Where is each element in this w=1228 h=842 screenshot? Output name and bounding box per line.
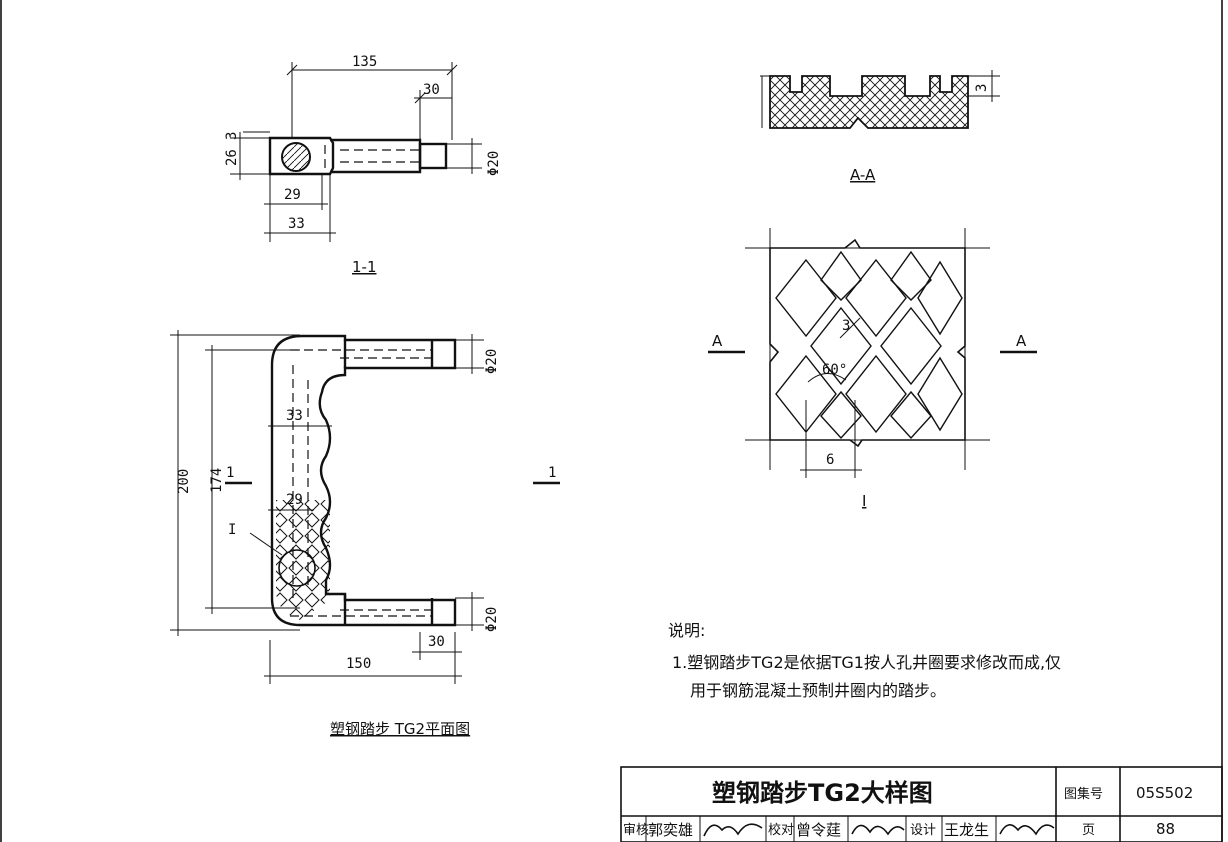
section-mark-right: 1: [548, 465, 556, 481]
detail-i-view: 6 3 60° A A I: [708, 228, 1037, 510]
section-mark-a-left: A: [712, 332, 723, 350]
section-mark-left: 1: [226, 465, 234, 481]
atlas-number: 05S502: [1136, 784, 1193, 802]
check-label: 校对: [768, 822, 794, 838]
note-line-1: 1.塑钢踏步TG2是依据TG1按人孔井圈要求修改而成,仅: [672, 653, 1061, 672]
designer-name: 王龙生: [944, 821, 989, 839]
section-1-1-title: 1-1: [352, 258, 377, 276]
section-mark-a-right: A: [1016, 332, 1027, 350]
dim-6: 6: [826, 452, 834, 468]
page-number: 88: [1156, 820, 1175, 838]
plan-view: I 200 174 33 29 Φ20 Φ20 30 150 1 1 塑钢踏步 …: [170, 330, 560, 738]
dim-3: 3: [224, 132, 240, 140]
dim-3-detail: 3: [842, 318, 850, 334]
section-1-1-view: 135 30 3 26 Φ20 29 33 1-1: [224, 54, 502, 276]
reviewer-signature: [703, 823, 763, 837]
note-line-2: 用于钢筋混凝土预制井圈内的踏步。: [690, 681, 946, 700]
drawing-title: 塑钢踏步TG2大样图: [712, 779, 933, 807]
dim-30-top: 30: [423, 82, 440, 98]
detail-i-title: I: [862, 492, 866, 510]
dim-phi20-bottom: Φ20: [484, 607, 500, 632]
dim-30-plan: 30: [428, 634, 445, 650]
page-label: 页: [1082, 823, 1095, 838]
dim-200: 200: [176, 469, 192, 494]
checker-signature: [851, 824, 905, 836]
dim-33-section: 33: [288, 216, 305, 232]
dim-phi20-top: Φ20: [484, 349, 500, 374]
reviewer-name: 郭奕雄: [648, 821, 693, 839]
dim-phi20-section: Φ20: [486, 151, 502, 176]
dim-26: 26: [224, 149, 240, 166]
title-block: 塑钢踏步TG2大样图 图集号 05S502 页 88 审核 郭奕雄 校对 曾令莛…: [620, 766, 1223, 842]
dim-29-plan: 29: [286, 492, 303, 508]
dim-135: 135: [352, 54, 377, 70]
dim-33-plan: 33: [286, 408, 303, 424]
checker-name: 曾令莛: [796, 821, 841, 839]
notes: 说明: 1.塑钢踏步TG2是依据TG1按人孔井圈要求修改而成,仅 用于钢筋混凝土…: [668, 621, 1061, 700]
dim-3-aa: 3: [974, 84, 990, 92]
atlas-label: 图集号: [1064, 786, 1103, 802]
review-label: 审核: [623, 823, 649, 838]
designer-signature: [999, 824, 1055, 836]
notes-heading: 说明:: [668, 621, 705, 640]
dim-29-section: 29: [284, 187, 301, 203]
dim-150: 150: [346, 656, 371, 672]
detail-i-marker: I: [228, 522, 236, 538]
section-a-a-title: A-A: [850, 166, 876, 184]
design-label: 设计: [910, 823, 936, 838]
angle-60: 60°: [822, 362, 847, 378]
plan-view-title: 塑钢踏步 TG2平面图: [330, 720, 470, 738]
dim-174: 174: [209, 468, 225, 493]
section-a-a-view: 3 A-A: [760, 70, 1000, 184]
